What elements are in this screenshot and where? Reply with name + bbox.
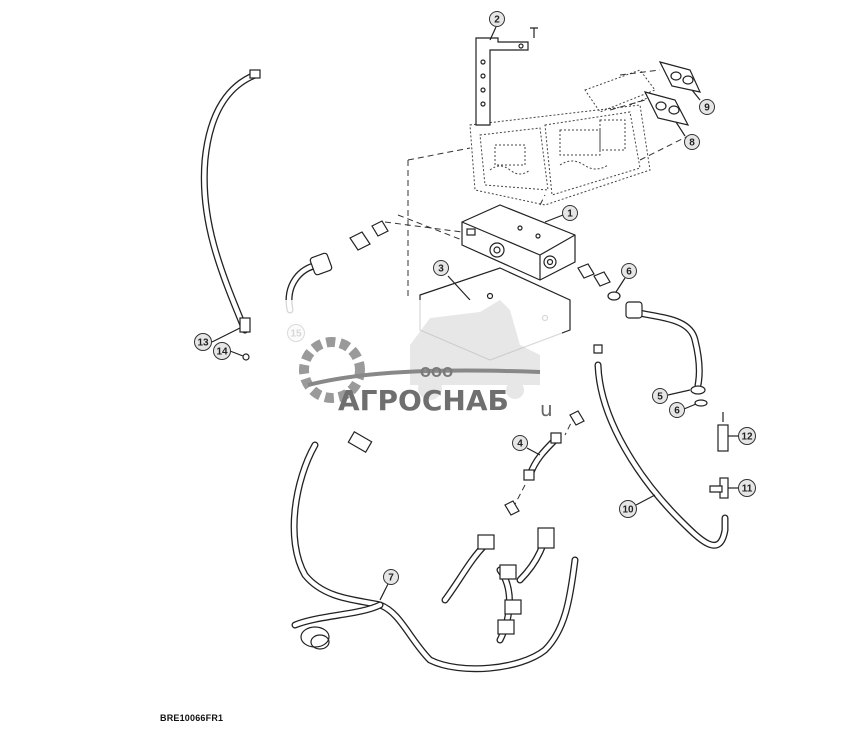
callout-label-2: 2 bbox=[494, 15, 500, 26]
callout-10: 10 bbox=[619, 494, 656, 518]
callout-label-4: 4 bbox=[517, 439, 523, 450]
callout-14: 14 bbox=[213, 342, 244, 360]
fitting-left bbox=[349, 220, 463, 251]
hose-part-13 bbox=[200, 69, 261, 361]
valve-block-part-1 bbox=[461, 204, 576, 281]
callout-3: 3 bbox=[433, 260, 471, 301]
valve-stack-ghost bbox=[469, 69, 656, 206]
callout-label-3: 3 bbox=[438, 264, 444, 275]
callout-2: 2 bbox=[489, 11, 505, 41]
fitting-right bbox=[577, 263, 621, 301]
callout-4: 4 bbox=[512, 435, 541, 456]
harvester-logo-icon bbox=[410, 300, 540, 400]
callout-label-6-upper: 6 bbox=[626, 267, 632, 278]
callout-label-1: 1 bbox=[567, 209, 573, 220]
callout-label-12: 12 bbox=[741, 432, 753, 443]
callout-label-10: 10 bbox=[622, 505, 634, 516]
callout-5: 5 bbox=[652, 388, 691, 404]
callout-label-13: 13 bbox=[197, 338, 209, 349]
tee-fitting-part-11 bbox=[709, 477, 729, 499]
hose-part-10 bbox=[593, 344, 729, 549]
wiring-harness-part-7 bbox=[290, 430, 579, 673]
fitting-part-12 bbox=[717, 412, 729, 452]
callout-label-8: 8 bbox=[689, 138, 695, 149]
watermark-org: ООО bbox=[420, 366, 453, 381]
callout-label-7: 7 bbox=[388, 573, 394, 584]
connector-hose-part-4 bbox=[504, 410, 585, 516]
callout-6-lower: 6 bbox=[669, 402, 697, 418]
callout-12: 12 bbox=[728, 427, 756, 445]
gasket-plate-part-8 bbox=[643, 91, 690, 126]
callout-1: 1 bbox=[544, 205, 578, 223]
callout-label-6-lower: 6 bbox=[674, 406, 680, 417]
callout-label-14: 14 bbox=[216, 347, 228, 358]
callout-13: 13 bbox=[194, 327, 241, 351]
callout-9: 9 bbox=[691, 89, 715, 115]
watermark-name: АГРОСНАБ bbox=[338, 384, 509, 417]
pipe-part-5 bbox=[625, 301, 708, 407]
callout-7: 7 bbox=[379, 569, 399, 601]
callout-6-upper: 6 bbox=[615, 263, 637, 293]
watermark-suffix: u bbox=[540, 397, 553, 421]
callout-8: 8 bbox=[675, 121, 700, 150]
round-connector bbox=[300, 626, 330, 650]
callout-label-11: 11 bbox=[742, 484, 753, 495]
callout-label-5: 5 bbox=[657, 392, 663, 403]
callout-label-9: 9 bbox=[704, 103, 710, 114]
watermark: ООО АГРОСНАБ u bbox=[272, 300, 562, 430]
gasket-plate-part-9 bbox=[658, 61, 702, 93]
callout-11: 11 bbox=[728, 479, 756, 497]
bracket-part-2 bbox=[475, 27, 538, 126]
document-id: BRE10066FR1 bbox=[160, 713, 224, 723]
